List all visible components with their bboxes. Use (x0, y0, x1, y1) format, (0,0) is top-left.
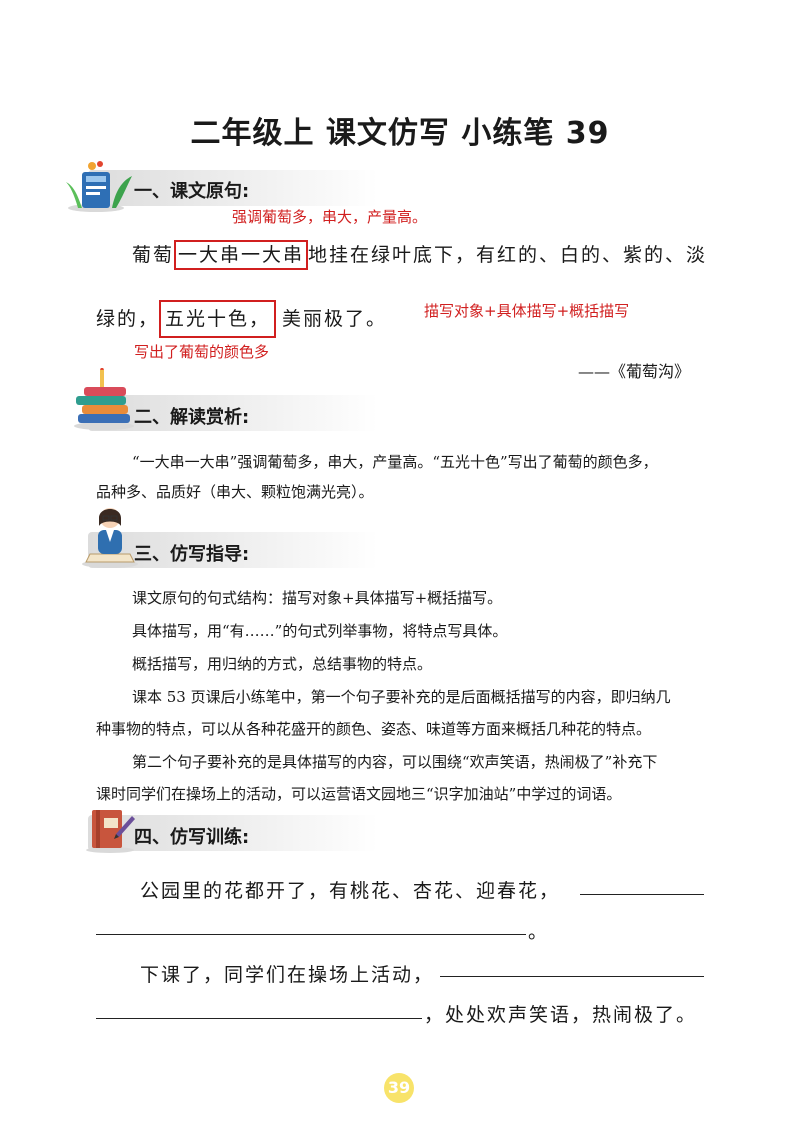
sentence-text: 地挂在绿叶底下，有红的、白的、紫的、淡 (308, 244, 708, 266)
section-heading-2: 二、解读赏析: (134, 407, 250, 428)
notebook-pen-icon (86, 810, 135, 853)
guidance-line: 课本 53 页课后小练笔中，第一个句子要补充的是后面概括描写的内容，即归纳几 (132, 688, 671, 706)
page-title: 二年级上 课文仿写 小练笔 39 (190, 116, 610, 151)
original-sentence-line-2: 绿的，五光十色，美丽极了。 (96, 300, 388, 338)
answer-blank[interactable] (96, 934, 526, 935)
guidance-line: 课时同学们在操场上的活动，可以运营语文园地三“识字加油站”中学过的词语。 (96, 785, 622, 803)
guidance-line: 种事物的特点，可以从各种花盛开的颜色、姿态、味道等方面来概括几种花的特点。 (96, 720, 652, 738)
annotation-structure: 描写对象+具体描写+概括描写 (424, 302, 630, 320)
guidance-line: 具体描写，用“有……”的句式列举事物，将特点写具体。 (132, 622, 508, 640)
annotation-emphasis: 强调葡萄多，串大，产量高。 (232, 208, 428, 226)
section-header-bar (88, 395, 378, 431)
exercise-2-end: ，处处欢声笑语，热闹极了。 (424, 1004, 698, 1026)
guidance-line: 概括描写，用归纳的方式，总结事物的特点。 (132, 655, 433, 673)
section-header-bar (88, 815, 378, 851)
section-header-bar (88, 532, 378, 568)
section-heading-4: 四、仿写训练: (134, 827, 250, 848)
answer-blank[interactable] (440, 976, 704, 977)
section-heading-3: 三、仿写指导: (134, 544, 250, 565)
teacher-icon (82, 508, 138, 568)
source-citation: ——《葡萄沟》 (578, 362, 691, 381)
sentence-text: 葡萄 (132, 244, 175, 266)
answer-blank[interactable] (96, 1018, 422, 1019)
analysis-line-1: “一大串一大串”强调葡萄多，串大，产量高。“五光十色”写出了葡萄的颜色多， (132, 453, 658, 471)
section-header-bar (88, 170, 378, 206)
analysis-line-2: 品种多、品质好（串大、颗粒饱满光亮）。 (96, 483, 374, 501)
highlight-box-phrase-2: 五光十色， (159, 300, 277, 338)
page-number-badge: 39 (384, 1073, 414, 1103)
section-heading-1: 一、课文原句: (134, 181, 250, 202)
sentence-text: 美丽极了。 (282, 308, 388, 330)
guidance-line: 课文原句的句式结构：描写对象+具体描写+概括描写。 (132, 589, 503, 607)
answer-blank[interactable] (580, 894, 704, 895)
highlight-box-phrase-1: 一大串一大串 (174, 240, 309, 270)
exercise-1-end: 。 (528, 921, 550, 943)
exercise-2-prompt: 下课了，同学们在操场上活动， (140, 964, 435, 986)
guidance-line: 第二个句子要补充的是具体描写的内容，可以围绕“欢声笑语，热闹极了”补充下 (132, 753, 658, 771)
book-plant-icon (66, 161, 132, 212)
annotation-colors: 写出了葡萄的颜色多 (134, 343, 270, 361)
sentence-text: 绿的， (96, 308, 160, 330)
exercise-1-prompt: 公园里的花都开了，有桃花、杏花、迎春花， (140, 880, 561, 902)
book-stack-icon (74, 368, 134, 430)
original-sentence-line-1: 葡萄一大串一大串地挂在绿叶底下，有红的、白的、紫的、淡 (132, 240, 708, 270)
